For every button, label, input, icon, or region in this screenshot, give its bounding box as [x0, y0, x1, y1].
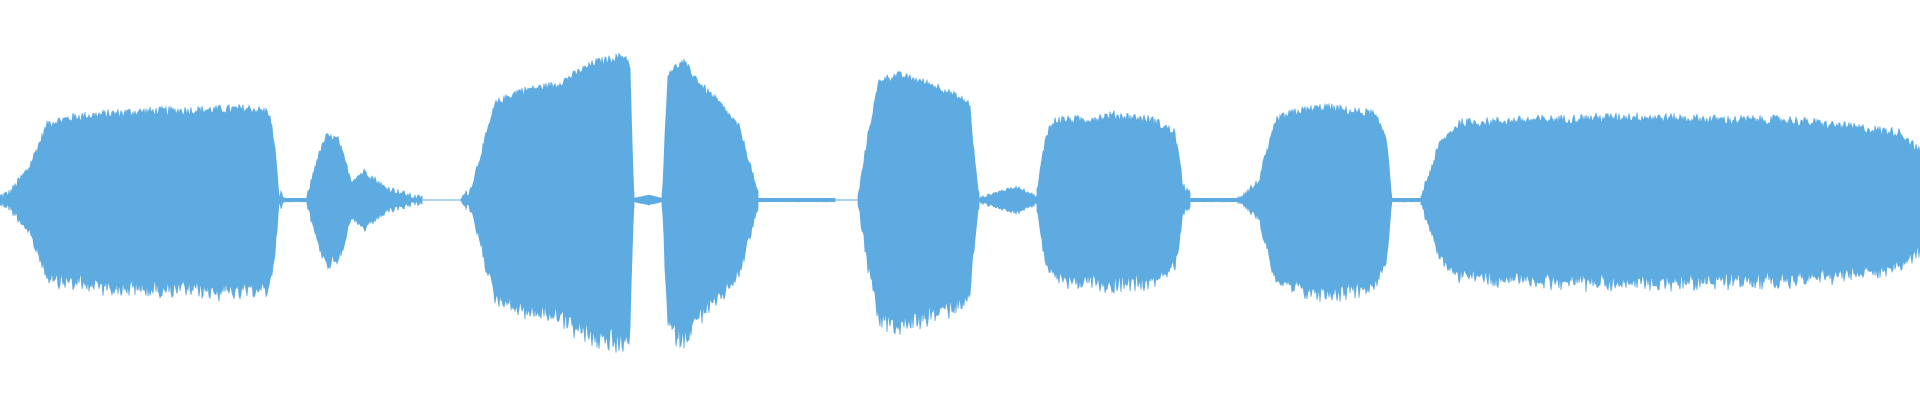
waveform-segment-4 [460, 52, 635, 353]
waveform-segment-5 [633, 194, 663, 206]
waveform-segment-3 [306, 132, 423, 270]
waveform-segment-1 [0, 103, 285, 302]
waveform-segment-6 [661, 58, 759, 349]
waveform-segment-12 [1237, 102, 1393, 302]
waveform-segment-13 [1391, 198, 1422, 203]
waveform-segment-8 [857, 71, 980, 335]
waveform-segment-14 [1420, 111, 1920, 292]
waveform-segment-9 [978, 185, 1038, 216]
waveform-segment-2 [283, 198, 308, 203]
waveform-segment-7 [757, 198, 836, 203]
waveform-segment-10 [1036, 110, 1191, 294]
waveform-group [0, 52, 1920, 353]
waveform-segment-11 [1189, 198, 1239, 203]
